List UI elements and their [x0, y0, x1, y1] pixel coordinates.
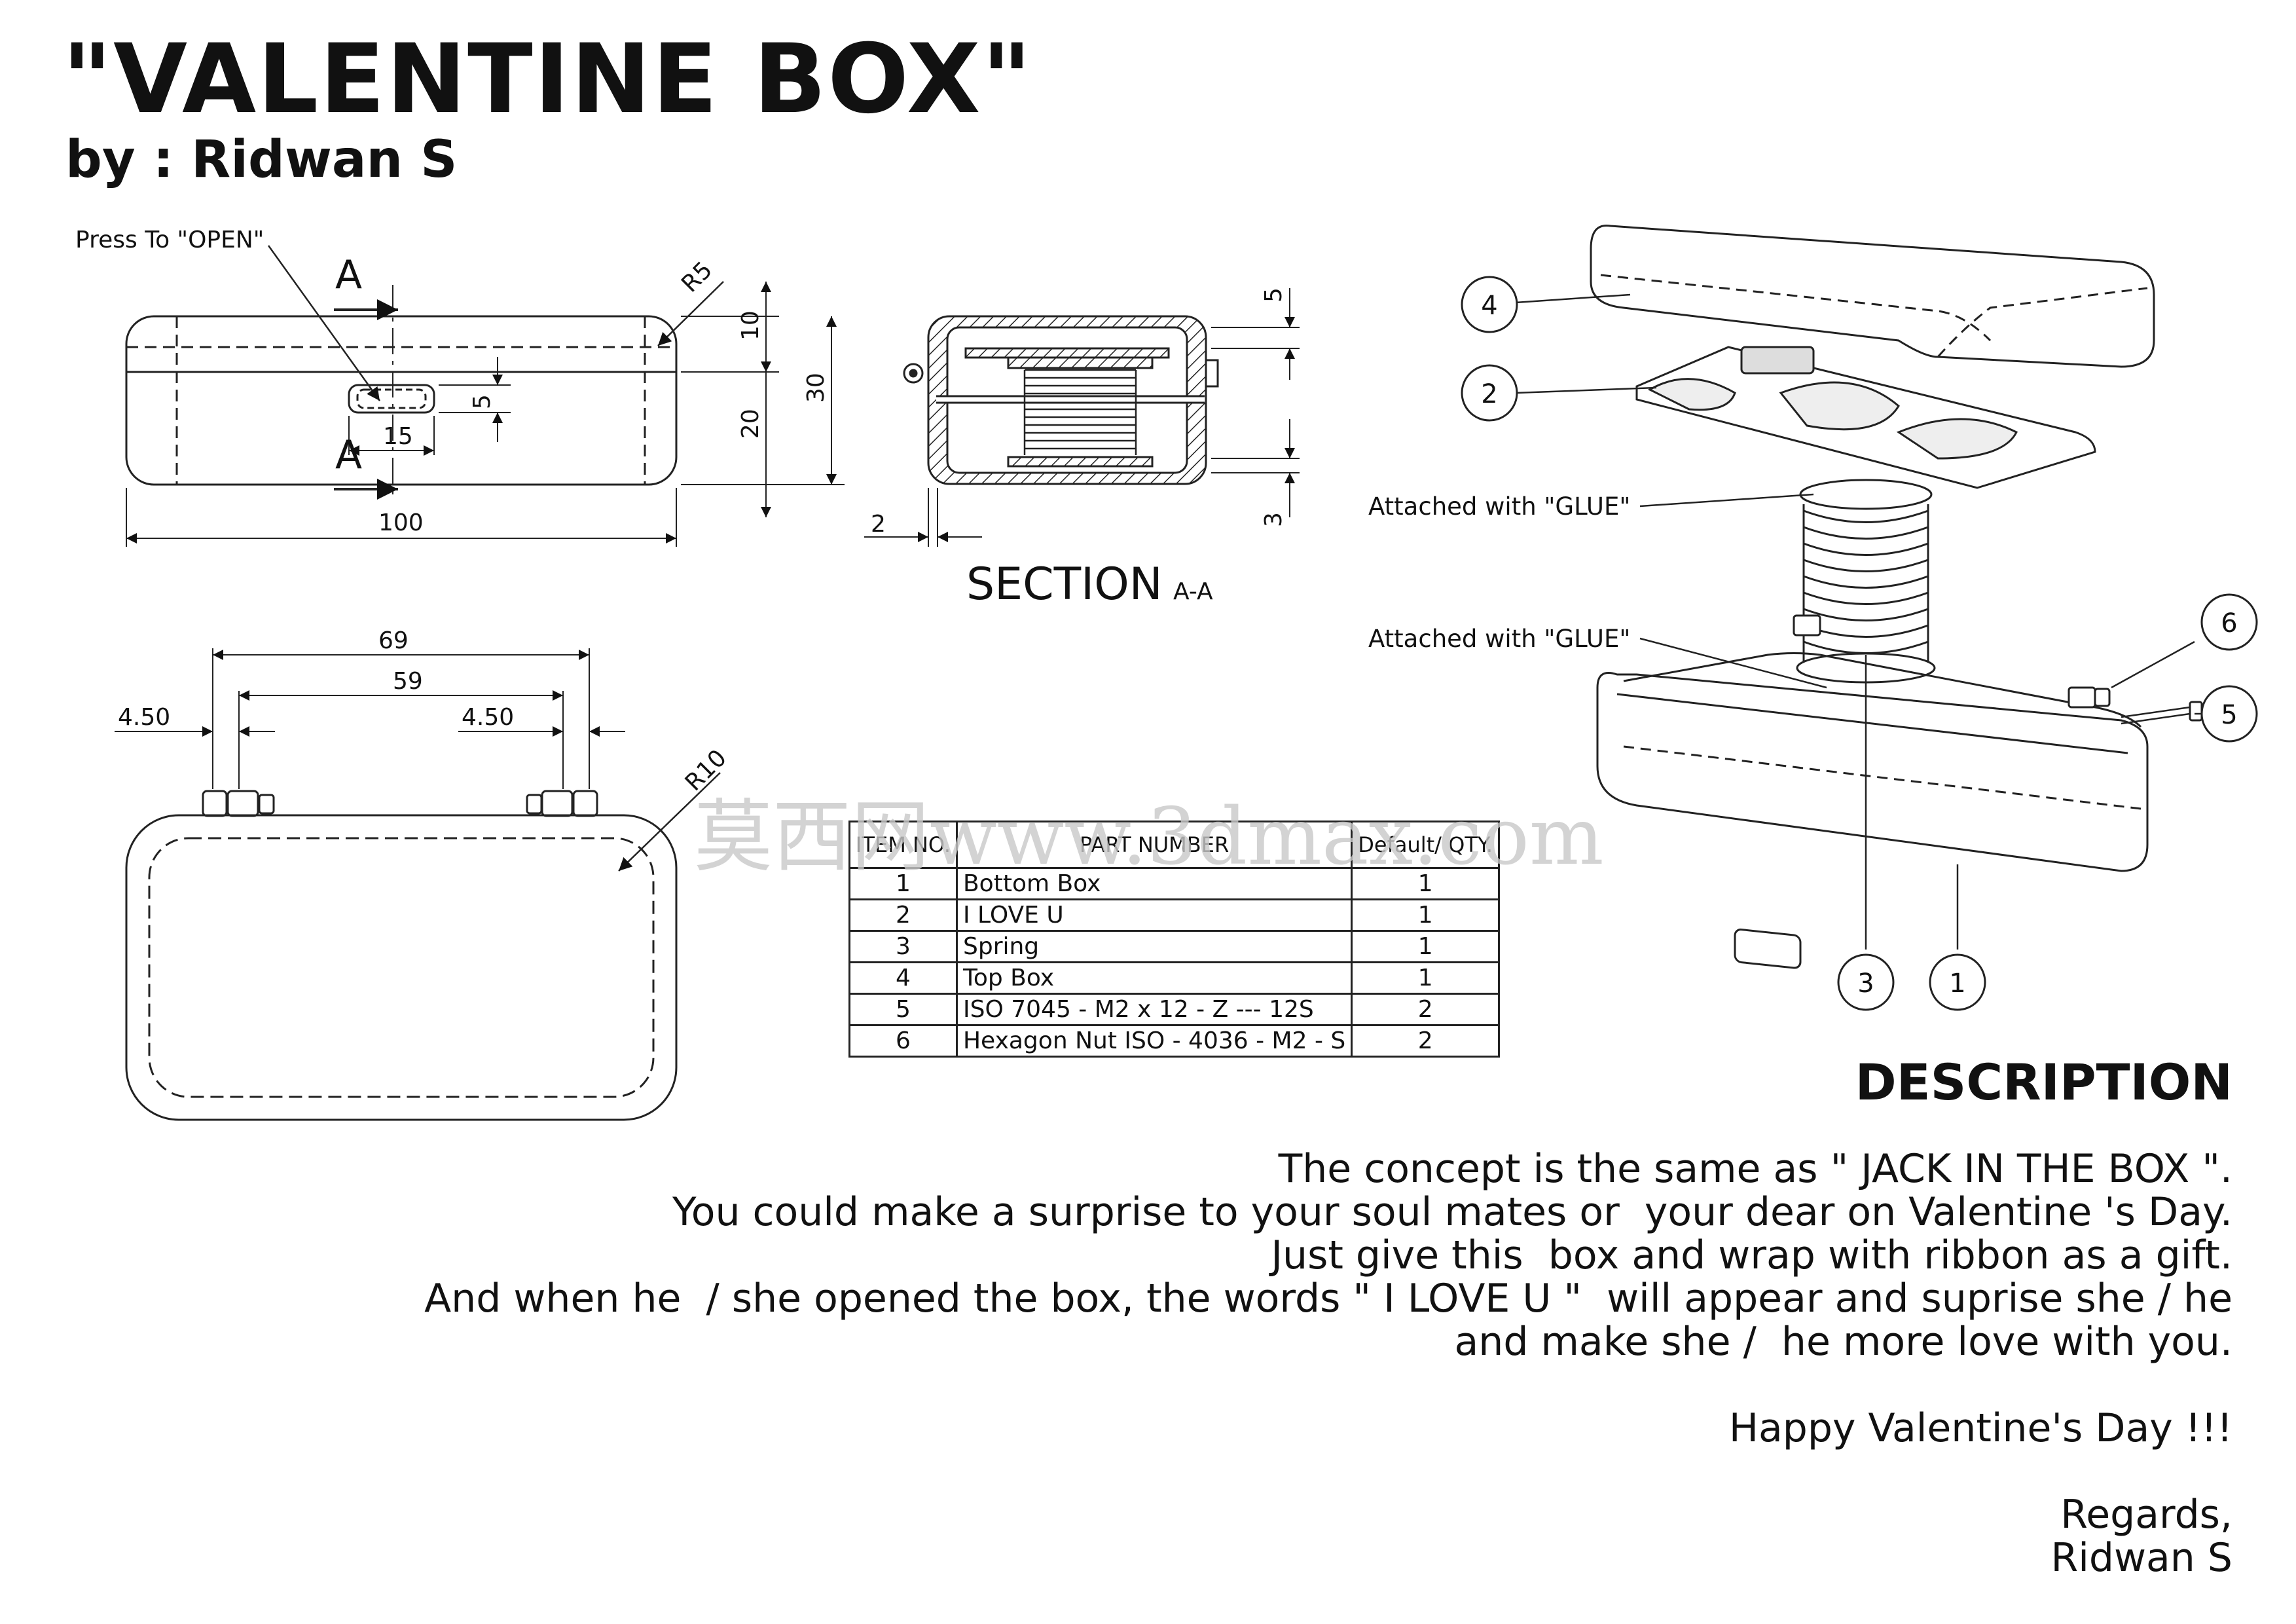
description-line: Happy Valentine's Day !!!: [1728, 1405, 2232, 1451]
bom-item: 6: [848, 1024, 958, 1058]
balloon-5: [2200, 685, 2258, 743]
description-line: [268, 1450, 2232, 1493]
dim-69: 69: [378, 627, 409, 654]
balloon-3-label: 3: [1857, 969, 1874, 999]
description-line: Just give this box and wrap with ribbon …: [1271, 1232, 2232, 1278]
description-line: And when he / she opened the box, the wo…: [424, 1276, 2232, 1321]
bom-part: Top Box: [955, 961, 1353, 995]
dim-100: 100: [378, 509, 424, 536]
description-line: You could make a surprise to your soul m…: [672, 1189, 2232, 1235]
balloon-2-label: 2: [1481, 379, 1497, 409]
exploded-bottom-box: [1596, 652, 2149, 969]
bom-part: Spring: [955, 930, 1353, 963]
balloon-4: [1461, 276, 1518, 333]
exploded-spring: [1796, 479, 1936, 684]
dim-20: 20: [737, 409, 764, 439]
bom-qty: 2: [1351, 993, 1501, 1026]
dim-4-50-left: 4.50: [118, 704, 170, 731]
description-line: Regards,: [2060, 1492, 2232, 1538]
dim-5: 5: [469, 394, 496, 409]
bom-header-item: ITEM NO.: [848, 821, 958, 869]
dim-10: 10: [737, 310, 764, 341]
bom-part: ISO 7045 - M2 x 12 - Z --- 12S: [955, 993, 1353, 1026]
balloon-5-label: 5: [2221, 700, 2237, 730]
top-view: [125, 245, 845, 547]
bom-qty: 1: [1351, 930, 1501, 963]
description-heading: DESCRIPTION: [1855, 1053, 2232, 1111]
dim-30: 30: [803, 373, 829, 403]
dim-r5: R5: [676, 257, 718, 298]
dim-59: 59: [393, 668, 423, 695]
bom-part: I LOVE U: [955, 898, 1353, 932]
exploded-view: [1590, 224, 2203, 969]
section-dim-2: 2: [871, 511, 886, 538]
bom-qty: 1: [1351, 867, 1501, 900]
exploded-love-plate: [1635, 346, 2096, 489]
watermark: 莫西网www.3dmax.com: [694, 792, 1604, 883]
description-text: The concept is the same as " JACK IN THE…: [268, 1147, 2232, 1579]
exploded-top-box: [1590, 224, 2155, 368]
bom-item: 3: [848, 930, 958, 963]
section-label: SECTION: [966, 559, 1163, 610]
glue-label-1: Attached with "GLUE": [1368, 492, 1630, 521]
bottom-view-outline: [125, 814, 678, 1121]
drawing-title: "VALENTINE BOX": [62, 24, 1033, 135]
hinge-right: [526, 790, 598, 817]
balloon-6: [2200, 593, 2258, 651]
balloon-2: [1461, 364, 1518, 422]
bom-item: 1: [848, 867, 958, 900]
description-line: [268, 1363, 2232, 1407]
exploded-nut: [2068, 686, 2111, 709]
bom-part: Hexagon Nut ISO - 4036 - M2 - S: [955, 1024, 1353, 1058]
dim-15: 15: [383, 423, 413, 450]
exploded-left-screw: [1793, 614, 1821, 637]
section-sublabel: A-A: [1173, 578, 1213, 605]
press-to-open-label: Press To "OPEN": [75, 227, 264, 253]
balloon-6-label: 6: [2221, 608, 2237, 638]
bom-qty: 1: [1351, 961, 1501, 995]
top-view-outline: [125, 315, 678, 486]
section-letter-bottom: A: [335, 432, 362, 478]
section-letter-top: A: [335, 252, 362, 298]
bom-part: Bottom Box: [955, 867, 1353, 900]
drawing-author: by : Ridwan S: [65, 130, 458, 189]
bom-header-qty: Default/ QTY.: [1351, 821, 1501, 869]
bom-qty: 2: [1351, 1024, 1501, 1058]
balloon-1-label: 1: [1949, 969, 1965, 999]
description-line: and make she / he more love with you.: [1454, 1319, 2232, 1365]
section-dim-5: 5: [1260, 287, 1287, 303]
hinge-left: [202, 790, 275, 817]
glue-label-2: Attached with "GLUE": [1368, 625, 1630, 653]
bottom-view: [115, 648, 721, 1121]
section-view: [864, 288, 1300, 547]
description-line: The concept is the same as " JACK IN THE…: [1278, 1146, 2232, 1192]
bom-item: 2: [848, 898, 958, 932]
balloon-4-label: 4: [1481, 291, 1497, 321]
bom-header-part: PART NUMBER: [955, 821, 1353, 869]
press-button-outline: [348, 384, 435, 414]
balloon-leaders: [1515, 293, 2226, 950]
balloon-3: [1837, 953, 1895, 1011]
section-spring: [1023, 369, 1137, 455]
dim-4-50-right: 4.50: [462, 704, 514, 731]
section-dim-3: 3: [1260, 512, 1287, 527]
bom-item: 5: [848, 993, 958, 1026]
balloon-1: [1929, 953, 1986, 1011]
description-line: Ridwan S: [2050, 1535, 2232, 1581]
exploded-screw: [2121, 701, 2203, 725]
bom-item: 4: [848, 961, 958, 995]
bom-qty: 1: [1351, 898, 1501, 932]
